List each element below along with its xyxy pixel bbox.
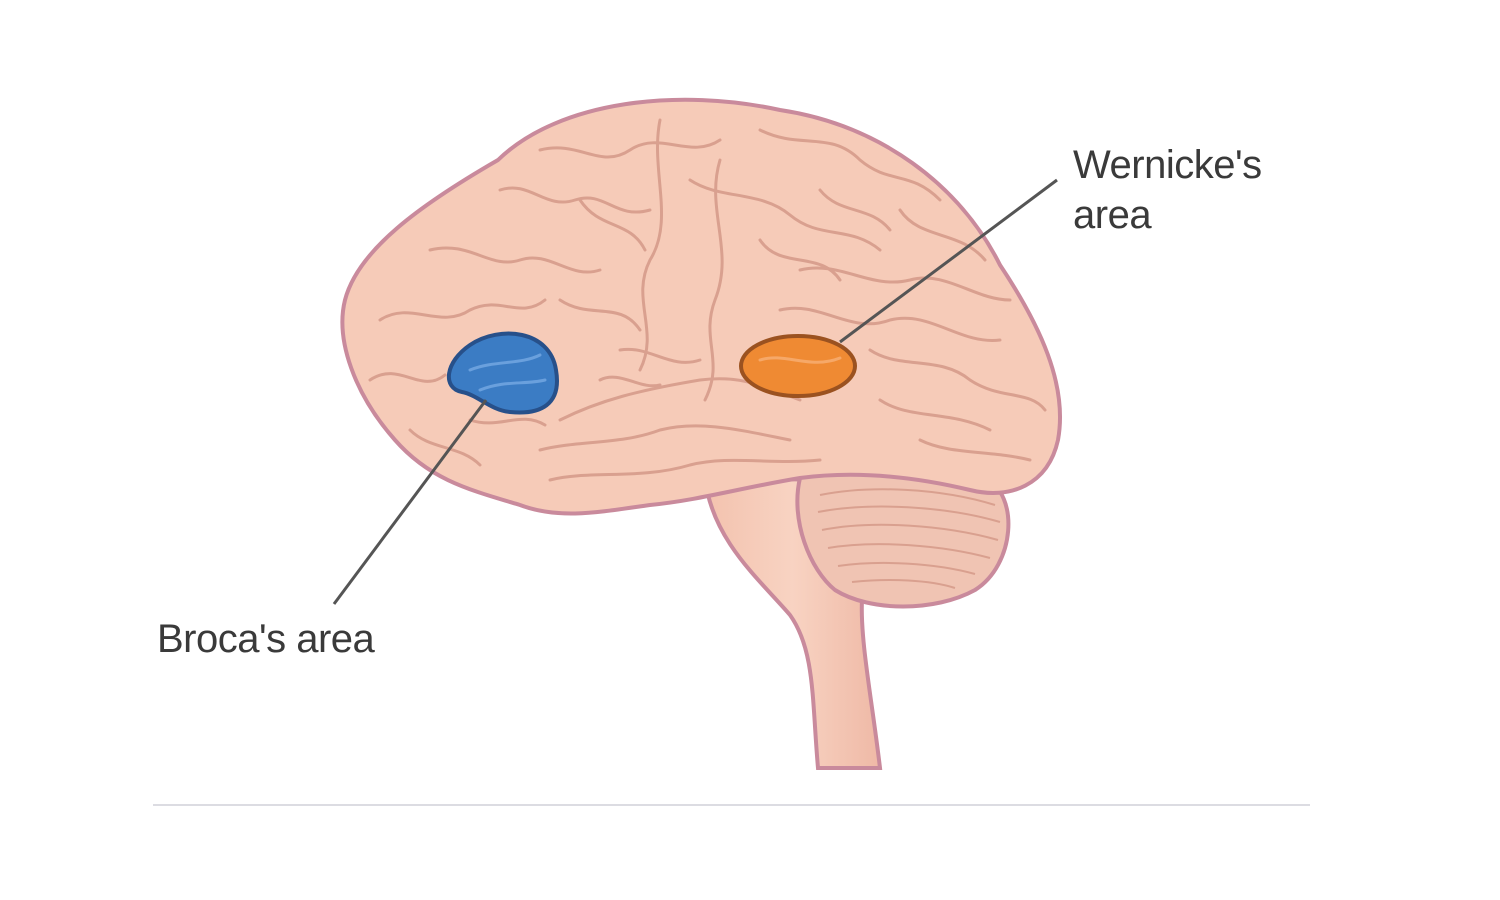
wernicke-area [739, 334, 857, 398]
wernicke-label-line2: area [1073, 193, 1152, 237]
wernicke-area-sulcus [758, 356, 842, 364]
cerebellum-folia [817, 488, 1001, 589]
broca-label: Broca's area [157, 617, 375, 661]
wernicke-label: Wernicke's area [1073, 140, 1262, 240]
broca-area-sulci [468, 353, 547, 392]
brain-gyri [368, 118, 1047, 482]
broca-area [446, 331, 559, 415]
cerebrum [340, 97, 1063, 516]
broca-leader-line [332, 399, 488, 605]
wernicke-label-line1: Wernicke's [1073, 143, 1262, 187]
wernicke-leader-line [839, 178, 1058, 344]
